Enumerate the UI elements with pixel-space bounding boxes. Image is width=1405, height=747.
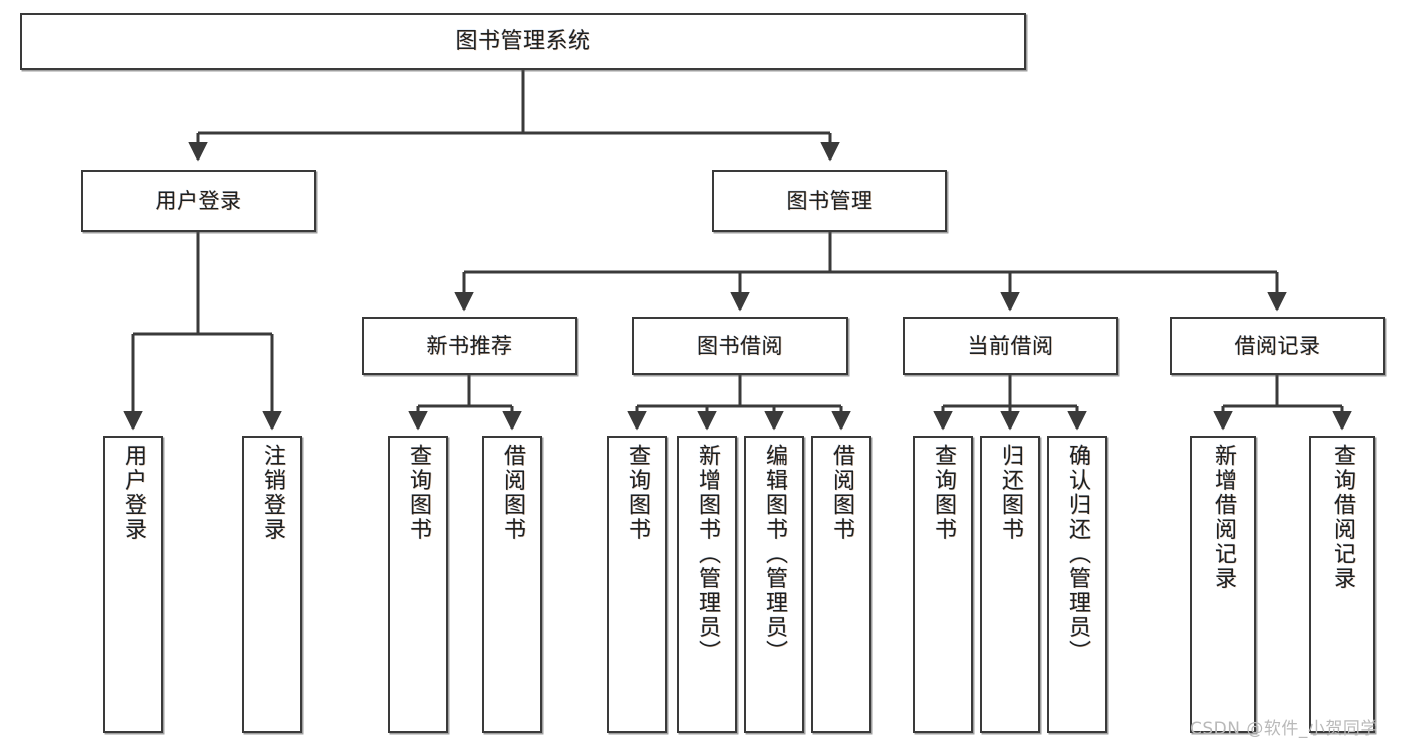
- node-user-login-label: 用户登录: [155, 188, 242, 213]
- node-book-borrow[interactable]: 图书借阅: [632, 317, 848, 375]
- node-borrow-record-label: 借阅记录: [1234, 333, 1321, 358]
- node-leaf-logout-label: 注销登录: [259, 444, 285, 542]
- node-leaf-query-record[interactable]: 查询借阅记录: [1309, 436, 1375, 733]
- node-leaf-user-login-label: 用户登录: [120, 444, 146, 542]
- node-leaf-borrow-book-1[interactable]: 借阅图书: [482, 436, 542, 733]
- node-user-login[interactable]: 用户登录: [81, 170, 316, 232]
- node-leaf-query-record-label: 查询借阅记录: [1329, 444, 1355, 591]
- node-leaf-query-book-3-label: 查询图书: [930, 444, 956, 542]
- node-leaf-edit-book-label: 编辑图书（管理员）: [761, 444, 787, 665]
- node-leaf-edit-book[interactable]: 编辑图书（管理员）: [744, 436, 804, 733]
- node-book-manage[interactable]: 图书管理: [712, 170, 947, 232]
- node-leaf-user-login[interactable]: 用户登录: [103, 436, 163, 733]
- node-leaf-add-record-label: 新增借阅记录: [1210, 444, 1236, 591]
- node-leaf-borrow-book-2[interactable]: 借阅图书: [811, 436, 871, 733]
- node-leaf-return-book[interactable]: 归还图书: [980, 436, 1040, 733]
- node-new-book-rec-label: 新书推荐: [426, 333, 513, 358]
- node-root-label: 图书管理系统: [455, 28, 591, 54]
- node-leaf-add-book-label: 新增图书（管理员）: [694, 444, 720, 665]
- node-new-book-rec[interactable]: 新书推荐: [362, 317, 577, 375]
- node-borrow-record[interactable]: 借阅记录: [1170, 317, 1385, 375]
- node-leaf-confirm-return-label: 确认归还（管理员）: [1064, 444, 1090, 665]
- node-leaf-query-book-1-label: 查询图书: [405, 444, 431, 542]
- node-leaf-query-book-2[interactable]: 查询图书: [607, 436, 667, 733]
- node-leaf-add-book[interactable]: 新增图书（管理员）: [677, 436, 737, 733]
- node-root[interactable]: 图书管理系统: [20, 13, 1026, 70]
- node-leaf-return-book-label: 归还图书: [997, 444, 1023, 542]
- node-leaf-query-book-1[interactable]: 查询图书: [388, 436, 448, 733]
- node-leaf-borrow-book-2-label: 借阅图书: [828, 444, 854, 542]
- node-leaf-logout[interactable]: 注销登录: [242, 436, 302, 733]
- node-leaf-borrow-book-1-label: 借阅图书: [499, 444, 525, 542]
- node-leaf-query-book-3[interactable]: 查询图书: [913, 436, 973, 733]
- node-current-borrow[interactable]: 当前借阅: [903, 317, 1118, 375]
- node-leaf-query-book-2-label: 查询图书: [624, 444, 650, 542]
- node-book-borrow-label: 图书借阅: [697, 333, 783, 358]
- node-leaf-confirm-return[interactable]: 确认归还（管理员）: [1047, 436, 1107, 733]
- csdn-watermark: CSDN @软件_小贺同学: [1190, 719, 1378, 739]
- node-book-manage-label: 图书管理: [786, 188, 873, 213]
- node-current-borrow-label: 当前借阅: [967, 333, 1054, 358]
- node-leaf-add-record[interactable]: 新增借阅记录: [1190, 436, 1256, 733]
